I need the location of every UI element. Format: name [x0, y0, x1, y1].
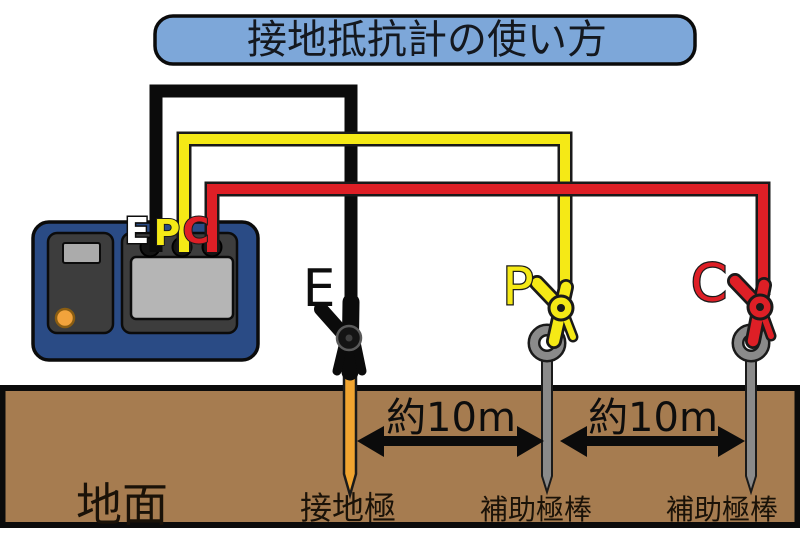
electrode-label-c: 補助極棒 [666, 493, 778, 526]
distance-label-2: 約10m [588, 395, 718, 441]
wire-c-red [204, 181, 771, 295]
probe-label-c: C [691, 254, 727, 314]
meter [31, 220, 260, 362]
title-box-bg [153, 14, 697, 66]
aux-rod-p [541, 351, 553, 496]
wire-c-core [207, 184, 768, 295]
terminal-label-e: E [125, 211, 150, 252]
distance-arrow-2 [560, 426, 745, 457]
meter-screen [129, 255, 235, 321]
clip-p [529, 275, 579, 349]
title-box: 接地抵抗計の使い方 [153, 14, 697, 66]
ground-label: 地面 [76, 478, 168, 532]
aux-rod-c [745, 351, 757, 496]
distance-arrow-1 [357, 426, 544, 457]
title-text: 接地抵抗計の使い方 [247, 17, 607, 63]
distance-label-1: 約10m [386, 395, 516, 441]
wire-p-core [179, 134, 570, 295]
terminal-label-p: P [154, 213, 180, 254]
electrode-label-p: 補助極棒 [480, 493, 592, 526]
ground-surface [0, 385, 800, 528]
wire-p-yellow [176, 131, 573, 295]
clip-c [727, 273, 777, 349]
probe-label-p: P [502, 257, 533, 317]
electrode-label-e: 接地極 [300, 489, 396, 527]
probe-label-e: E [303, 259, 336, 319]
terminal-label-c: C [183, 211, 209, 252]
wire-e-black [149, 84, 358, 318]
power-button [54, 307, 76, 329]
clip-e [314, 293, 367, 381]
wire-c-outline [204, 181, 771, 295]
meter-small-display [62, 242, 101, 264]
